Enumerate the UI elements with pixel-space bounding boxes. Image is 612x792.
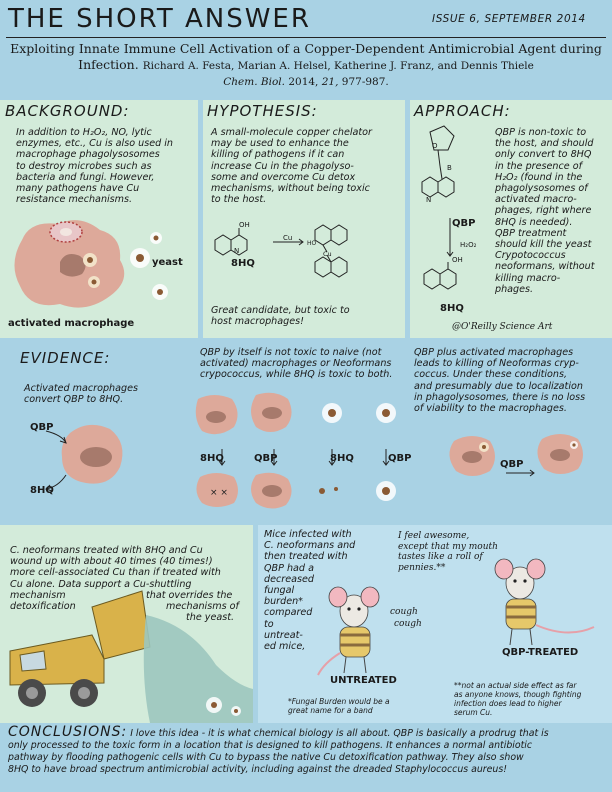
masthead-title: THE SHORT ANSWER — [8, 4, 311, 34]
approach-label-8hq: 8HQ — [440, 303, 464, 314]
evidence-left-illustration — [45, 424, 123, 492]
approach-o-label: O — [432, 142, 438, 150]
cough-2: cough — [394, 619, 422, 629]
conclusions-heading: CONCLUSIONS: — [8, 724, 128, 740]
evidence-mid-illustration: × × — [195, 392, 396, 509]
evidence-intro: Activated macrophages convert QBP to 8HQ… — [24, 383, 138, 406]
hypothesis-chemistry — [214, 224, 348, 278]
note-fungal-burden: *Fungal Burden would be a great name for… — [288, 697, 390, 715]
hypothesis-footer: Great candidate, but toxic to host macro… — [211, 305, 350, 328]
note-side-effect: **not an actual side effect as far as an… — [454, 681, 582, 717]
background-heading: BACKGROUND: — [5, 102, 130, 120]
dump-mechanisms-of: mechanisms of — [166, 601, 239, 612]
dump-truck-illustration — [9, 590, 253, 723]
hyp-ho-label: HO — [307, 240, 317, 247]
evidence-left-8hq: 8HQ — [30, 485, 54, 496]
dump-the-yeast: the yeast. — [186, 612, 235, 623]
evidence-right-qbp: QBP — [500, 459, 524, 470]
mice-text: Mice infected with C. neoformans and the… — [264, 529, 356, 653]
background-panel: BACKGROUND: In addition to H₂O₂, NO, lyt… — [0, 100, 198, 338]
treated-mouse — [494, 558, 595, 646]
hyp-label-8hq: 8HQ — [231, 258, 255, 269]
evidence-mid-8hq-2: 8HQ — [330, 453, 354, 464]
conclusions-text: CONCLUSIONS: I love this idea - it is wh… — [8, 724, 549, 775]
label-qbp-treated: QBP-TREATED — [502, 647, 579, 658]
evidence-heading: EVIDENCE: — [20, 349, 111, 367]
approach-chemistry — [421, 125, 457, 290]
label-activated-macrophage: activated macrophage — [8, 318, 135, 329]
label-untreated: UNTREATED — [330, 675, 397, 686]
dump-mechanism: mechanism — [10, 590, 66, 601]
conclusions-section: CONCLUSIONS: I love this idea - it is wh… — [0, 725, 612, 792]
approach-b-label: B — [447, 164, 452, 172]
macrophage-illustration — [14, 220, 168, 308]
evidence-mid-qbp-1: QBP — [254, 453, 278, 464]
evidence-right-illustration — [449, 434, 583, 477]
hypothesis-heading: HYPOTHESIS: — [207, 102, 318, 120]
evidence-right-text: QBP plus activated macrophages leads to … — [414, 347, 586, 415]
approach-label-qbp: QBP — [452, 218, 476, 229]
evidence-left-qbp: QBP — [30, 422, 54, 433]
approach-panel: APPROACH: B O N OH QBP H₂O₂ 8HQ QBP is n… — [410, 100, 612, 338]
mice-panel: Mice infected with C. neoformans and the… — [258, 525, 612, 723]
header: THE SHORT ANSWER ISSUE 6, SEPTEMBER 2014… — [0, 0, 612, 100]
dump-overrides: that overrides the — [146, 590, 233, 601]
artist-credit: @O'Reilly Science Art — [452, 322, 553, 332]
masthead-rule — [6, 37, 606, 38]
evidence-mid-text: QBP by itself is not toxic to naive (not… — [200, 347, 393, 381]
hypothesis-panel: HYPOTHESIS: A small-molecule copper chel… — [203, 100, 405, 338]
hypothesis-text: A small-molecule copper chelator may be … — [211, 127, 372, 206]
dump-text: C. neoformans treated with 8HQ and Cu wo… — [10, 545, 221, 590]
cough-1: cough — [390, 607, 418, 617]
hyp-cu-center-label: Cu — [323, 250, 332, 258]
hyp-oh-label: OH — [239, 221, 250, 229]
citation: Chem. Biol. 2014, 21, 977-987. — [223, 76, 389, 88]
label-yeast: yeast — [152, 257, 183, 268]
background-text: In addition to H₂O₂, NO, lytic enzymes, … — [16, 127, 173, 206]
mouse-quote: I feel awesome, except that my mouth tas… — [398, 531, 498, 573]
evidence-mid-qbp-2: QBP — [388, 453, 412, 464]
approach-heading: APPROACH: — [414, 102, 511, 120]
dump-truck-panel: C. neoformans treated with 8HQ and Cu wo… — [0, 525, 253, 723]
issue-label: ISSUE 6, SEPTEMBER 2014 — [432, 13, 586, 25]
approach-oh-label: OH — [452, 256, 463, 264]
approach-h2o2-label: H₂O₂ — [460, 241, 477, 249]
evidence-mid-8hq-1: 8HQ — [200, 453, 224, 464]
hyp-cu-arrow-label: Cu — [283, 234, 293, 242]
approach-n-label: N — [426, 196, 432, 204]
hyp-n-label: N — [234, 247, 240, 255]
evidence-section: EVIDENCE: Activated macrophages convert … — [0, 343, 612, 525]
dump-detox: detoxification — [10, 601, 76, 612]
untreated-mouse — [317, 586, 380, 676]
svg-text:× ×: × × — [210, 488, 228, 498]
authors: Richard A. Festa, Marian A. Helsel, Kath… — [142, 60, 534, 72]
approach-text: QBP is non-toxic to the host, and should… — [495, 127, 595, 295]
paper-title: Exploiting Innate Immune Cell Activation… — [0, 41, 612, 90]
